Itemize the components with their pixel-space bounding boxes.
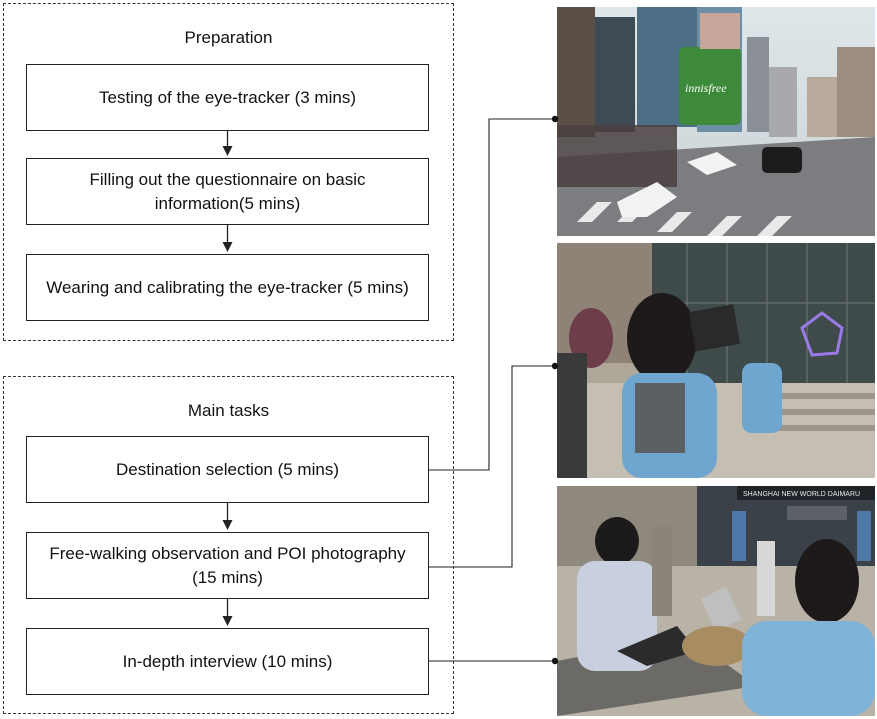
mall-sign: SHANGHAI NEW WORLD DAIMARU [743, 491, 860, 498]
step-destination-selection: Destination selection (5 mins) [26, 436, 429, 503]
photo-street-crossing: innisfree [557, 7, 875, 236]
preparation-group: Preparation [3, 3, 454, 341]
photo-links [429, 118, 555, 662]
photography-scene-image [557, 243, 875, 478]
interview-scene-image: SHANGHAI NEW WORLD DAIMARU [557, 486, 875, 716]
innisfree-sign: innisfree [685, 81, 727, 95]
main-tasks-group: Main tasks [3, 376, 454, 714]
preparation-title: Preparation [184, 28, 273, 47]
main-tasks-title: Main tasks [187, 401, 270, 420]
step-free-walking: Free-walking observation and POI photogr… [26, 532, 429, 599]
street-scene-image: innisfree [557, 7, 875, 236]
step-calibration: Wearing and calibrating the eye-tracker … [26, 254, 429, 321]
photo-interview: SHANGHAI NEW WORLD DAIMARU [557, 486, 875, 716]
photo-poi-photography [557, 243, 875, 478]
step-questionnaire: Filling out the questionnaire on basic i… [26, 158, 429, 225]
step-testing-eye-tracker: Testing of the eye-tracker (3 mins) [26, 64, 429, 131]
step-in-depth-interview: In-depth interview (10 mins) [26, 628, 429, 695]
link-dots [551, 115, 559, 665]
